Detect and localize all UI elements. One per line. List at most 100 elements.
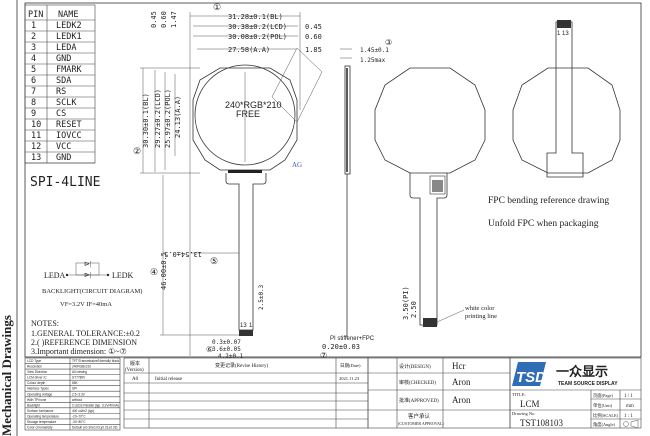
spec-label: Colour depth (27, 381, 45, 385)
spec-label: Resolution (27, 365, 42, 369)
dim-ref: ① (213, 3, 221, 13)
pin-number: 6 (31, 76, 36, 86)
pin-name: IOVCC (56, 131, 82, 141)
dim-text: 1.85 (305, 46, 322, 54)
company-name-cn: 一众显示 (556, 364, 608, 379)
print-note: printing line (465, 313, 497, 320)
spec-label: View Direction (27, 370, 48, 374)
company-name-en: TEAM SOURCE DISPLAY (558, 381, 618, 387)
scale-label: 比例(SCALE) (593, 412, 619, 419)
spec-value: 65K (72, 381, 79, 385)
back-view: 3.50(PI) 2.50 white color printing line (374, 67, 497, 327)
dim-text: 1.47 (170, 11, 178, 28)
cathode-label: LEDK (112, 271, 134, 280)
dim-ref: ⑦ (320, 351, 327, 360)
spec-label: Storage temperature (27, 420, 56, 424)
dim-aa-width: 27.58(A.A) (228, 46, 270, 54)
spec-label: Surface luminance (27, 409, 54, 413)
dim-ref: ⑤ (210, 256, 218, 266)
resolution-sub: FREE (236, 109, 260, 119)
dim-text: 24.13(A.A) (174, 96, 182, 138)
pin-number: 9 (31, 109, 36, 119)
pin-name: LEDK1 (56, 32, 82, 42)
pol-marker (271, 47, 323, 123)
bent-view: 1 13 FPC bending reference drawing Unfol… (488, 20, 621, 229)
pin-name: LEDA (56, 43, 76, 53)
note-item: 3.Important dimension: ①~⑦ (31, 347, 127, 356)
version-header-en: (Version) (125, 368, 144, 373)
dim-bl-width: 31.28±0.1(BL) (228, 13, 283, 21)
pin-label: 1 (249, 323, 253, 329)
spec-label: LCD Type (27, 359, 41, 363)
dim-text: 0.60 (160, 11, 168, 28)
spec-value: Default (x0.30±0.03,y0.31±0.03) (72, 426, 118, 430)
pin-number: 13 (31, 153, 41, 163)
interface-label: SPI-4LINE (30, 175, 100, 190)
dim-text: 0.45 (305, 23, 322, 31)
bending-note: FPC bending reference drawing (488, 195, 609, 206)
version-header: 版本 (130, 360, 140, 367)
pin-name: VCC (56, 142, 71, 152)
dim-lcd-width: 30.38±0.2(LCD) (228, 23, 287, 31)
page-value: 1 / 1 (624, 394, 633, 399)
approved-label: 批准(APPROVED) (399, 397, 439, 404)
fpc-connector (239, 330, 253, 336)
checked-value: Aron (452, 377, 471, 387)
design-value: Hcr (452, 361, 466, 371)
date-header: 日期(Date) (340, 363, 361, 369)
spec-label: Operating voltage (27, 392, 52, 396)
active-area-circle (194, 64, 296, 166)
pin-number: 4 (31, 54, 36, 64)
dim-ref: ③ (385, 38, 392, 47)
dim-text: 30.30±0.1(BL) (142, 93, 150, 148)
pin-name: LEDK2 (56, 21, 82, 31)
dim-pol-width: 30.08±0.2(POL) (228, 33, 287, 41)
pin-number: 12 (31, 142, 41, 152)
anode-label: LEDA (44, 271, 66, 280)
backlight-title: BACKLIGHT(CIRCUIT DIAGRAM) (42, 288, 142, 295)
dim-text: 1.45±0.1 (360, 47, 389, 54)
pin-name: RESET (56, 120, 82, 130)
pin-name: FMARK (56, 65, 82, 75)
pin-name: GND (56, 153, 71, 163)
drawing-frame (24, 2, 642, 358)
spec-label: LCM driver IC (27, 376, 47, 380)
spec-value: ST7789V (72, 376, 86, 380)
spec-value: -30~80°C (72, 420, 86, 424)
name-header: NAME (58, 10, 78, 20)
dim-text: 2.50 (410, 301, 418, 318)
title-block: TSD 一众显示 TEAM SOURCE DISPLAY TITLE: LCM … (509, 357, 642, 429)
dim-text: 25.97±0.2(POL) (164, 89, 172, 148)
spec-value: 240RGBx210 (72, 365, 91, 369)
front-view: ① 31.28±0.1(BL) 30.38±0.2(LCD) 30.08±0.2… (133, 3, 323, 360)
dim-text: 46.00±0.5 (160, 252, 168, 290)
approved-value: Aron (452, 395, 471, 405)
pin-number: 8 (31, 98, 36, 108)
company-logo: TSD 一众显示 TEAM SOURCE DISPLAY (512, 362, 618, 387)
customer-label-en: (CUSTOMER APPROVAL) (398, 421, 444, 426)
title-label: TITLE: (512, 392, 526, 397)
spec-label: Operating temperature (27, 414, 59, 418)
stiffener-label: PI stiffener+FPC (330, 336, 375, 342)
checked-label: 审核(CHECKED) (399, 379, 436, 386)
pin-name: GND (56, 54, 71, 64)
pin-number: 10 (31, 120, 41, 130)
dim-text: 2.5±0.3 (258, 284, 265, 310)
packaging-note: Unfold FPC when packaging (488, 218, 599, 229)
fpc-connector (557, 20, 571, 28)
fpc-bond (228, 170, 262, 173)
pin-number: 7 (31, 87, 36, 97)
notes-title: NOTES: (31, 319, 59, 328)
scale-value: 1 : 1 (624, 414, 633, 419)
side-view: ③ 1.45±0.1 1.25max PI stiffener+FPC 0.20… (320, 38, 392, 360)
page-label: 页面(Page) (593, 393, 613, 399)
led-icon: ⊳| (84, 260, 91, 268)
ag-label: AG (292, 161, 302, 169)
side-title: Mechanical Drawings (0, 315, 14, 436)
spec-label: Interface Types (27, 387, 49, 391)
unit-value: mm (626, 404, 634, 409)
spec-value: 400 cd/m2 (typ) (72, 409, 94, 413)
notes: NOTES: 1.GENERAL TOLERANCE:±0.2 2.( )REF… (31, 319, 140, 356)
projection-symbol-icon (623, 419, 639, 429)
